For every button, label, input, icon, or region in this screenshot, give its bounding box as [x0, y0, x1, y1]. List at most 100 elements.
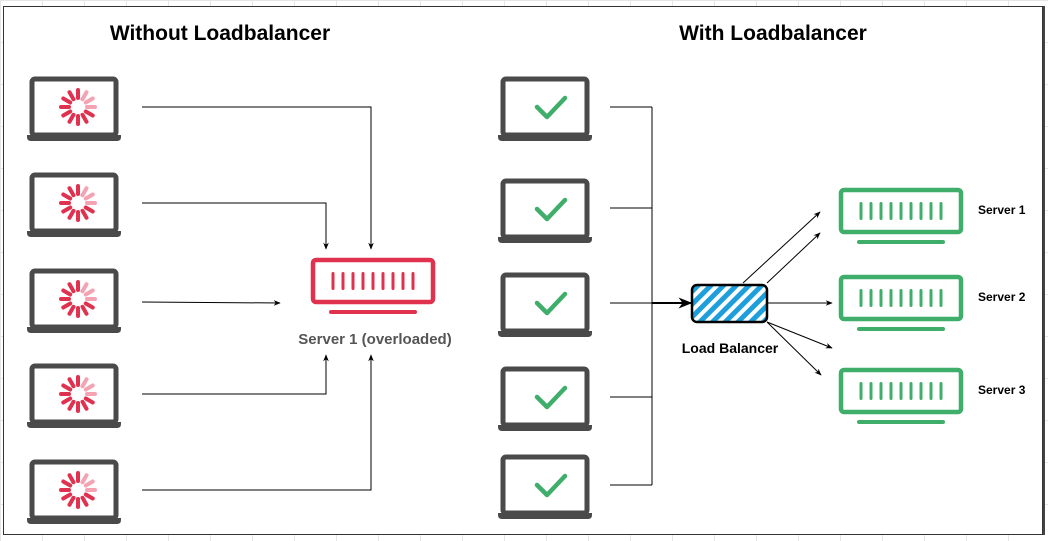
loading-spinner-icon [59, 88, 97, 126]
laptop-screen [29, 268, 119, 330]
spinner-tick [83, 383, 95, 392]
spinner-tick [83, 96, 95, 105]
client-laptop-5 [498, 454, 592, 519]
spinner-tick [80, 186, 89, 198]
spinner-tick [80, 112, 89, 124]
spinner-tick [61, 492, 73, 501]
connector-lb-server1-b [766, 232, 821, 284]
spinner-tick [61, 288, 73, 297]
laptop-base [498, 513, 592, 519]
laptop-screen [500, 178, 590, 240]
connector-lb-server3-a [766, 321, 833, 349]
spinner-tick [67, 282, 76, 294]
checkmark-icon [534, 197, 568, 222]
overloaded-server-label: Server 1 (overloaded) [298, 331, 451, 348]
spinner-tick [80, 495, 89, 507]
spinner-tick [67, 90, 76, 102]
spinner-tick [67, 208, 76, 220]
spinner-tick [61, 96, 73, 105]
connector-client3-server [141, 300, 281, 306]
connector-client1-server [142, 106, 374, 250]
spinner-tick [67, 377, 76, 389]
spinner-tick [67, 473, 76, 485]
connector-client4-server [142, 354, 329, 395]
spinner-tick [61, 396, 73, 405]
right-connectors [610, 106, 833, 486]
spinner-tick [61, 205, 73, 214]
loading-spinner-icon [59, 280, 97, 318]
loading-spinner-icon [59, 471, 97, 509]
laptop-screen [500, 366, 590, 428]
checkmark-icon [534, 385, 568, 410]
laptop-base [27, 327, 121, 333]
load-balancer-node [690, 283, 769, 324]
laptop-base [498, 331, 592, 337]
spinner-tick [83, 288, 95, 297]
client-laptop-3 [27, 268, 121, 333]
right-panel-title: With Loadbalancer [679, 22, 867, 45]
spinner-tick [67, 399, 76, 411]
load-balancer-label: Load Balancer [682, 340, 779, 356]
client-laptop-2 [498, 178, 592, 243]
client-laptop-5 [27, 459, 121, 524]
left-panel-title: Without Loadbalancer [110, 22, 330, 45]
server-2-label: Server 2 [978, 290, 1026, 304]
spinner-tick [83, 396, 95, 405]
checkmark-icon [534, 473, 568, 498]
loading-spinner-icon [59, 375, 97, 413]
laptop-base [27, 518, 121, 524]
spinner-tick [80, 208, 89, 220]
laptop-screen [29, 459, 119, 521]
spinner-tick [80, 473, 89, 485]
spinner-tick [80, 90, 89, 102]
laptop-base [27, 422, 121, 428]
laptop-screen [29, 172, 119, 234]
client-laptop-4 [498, 366, 592, 431]
spinner-tick [83, 479, 95, 488]
spinner-tick [83, 192, 95, 201]
server-3-label: Server 3 [978, 383, 1026, 397]
laptop-screen [500, 76, 590, 138]
laptop-screen [500, 272, 590, 334]
spinner-tick [67, 304, 76, 316]
server-2-icon [838, 274, 964, 331]
client-laptop-3 [498, 272, 592, 337]
connector-client5-server [142, 354, 374, 491]
laptop-screen [29, 76, 119, 138]
spinner-tick [80, 399, 89, 411]
spinner-tick [61, 383, 73, 392]
spinner-tick [83, 109, 95, 118]
overloaded-server-icon [310, 257, 436, 314]
spinner-tick [80, 304, 89, 316]
spinner-tick [83, 492, 95, 501]
client-laptop-2 [27, 172, 121, 237]
server-chassis-group [310, 257, 436, 314]
server-1-label: Server 1 [978, 203, 1026, 217]
server-3-icon [838, 367, 964, 424]
spinner-tick [67, 112, 76, 124]
checkmark-icon [534, 291, 568, 316]
spinner-tick [61, 479, 73, 488]
connector-client2-server [142, 202, 329, 250]
laptop-base [27, 135, 121, 141]
laptop-screen [29, 363, 119, 425]
client-laptop-4 [27, 363, 121, 428]
client-laptop-1 [27, 76, 121, 141]
spinner-tick [61, 109, 73, 118]
connector-lb-server1-a [742, 211, 821, 284]
loading-spinner-icon [59, 184, 97, 222]
spinner-tick [80, 282, 89, 294]
checkmark-icon [534, 95, 568, 120]
spinner-tick [61, 301, 73, 310]
spinner-tick [83, 301, 95, 310]
spinner-tick [80, 377, 89, 389]
server-1-icon [838, 187, 964, 244]
left-connectors [141, 106, 374, 491]
canvas-edge [1043, 6, 1045, 535]
spinner-tick [67, 186, 76, 198]
spinner-tick [67, 495, 76, 507]
spinner-tick [61, 192, 73, 201]
laptop-base [27, 231, 121, 237]
laptop-screen [500, 454, 590, 516]
